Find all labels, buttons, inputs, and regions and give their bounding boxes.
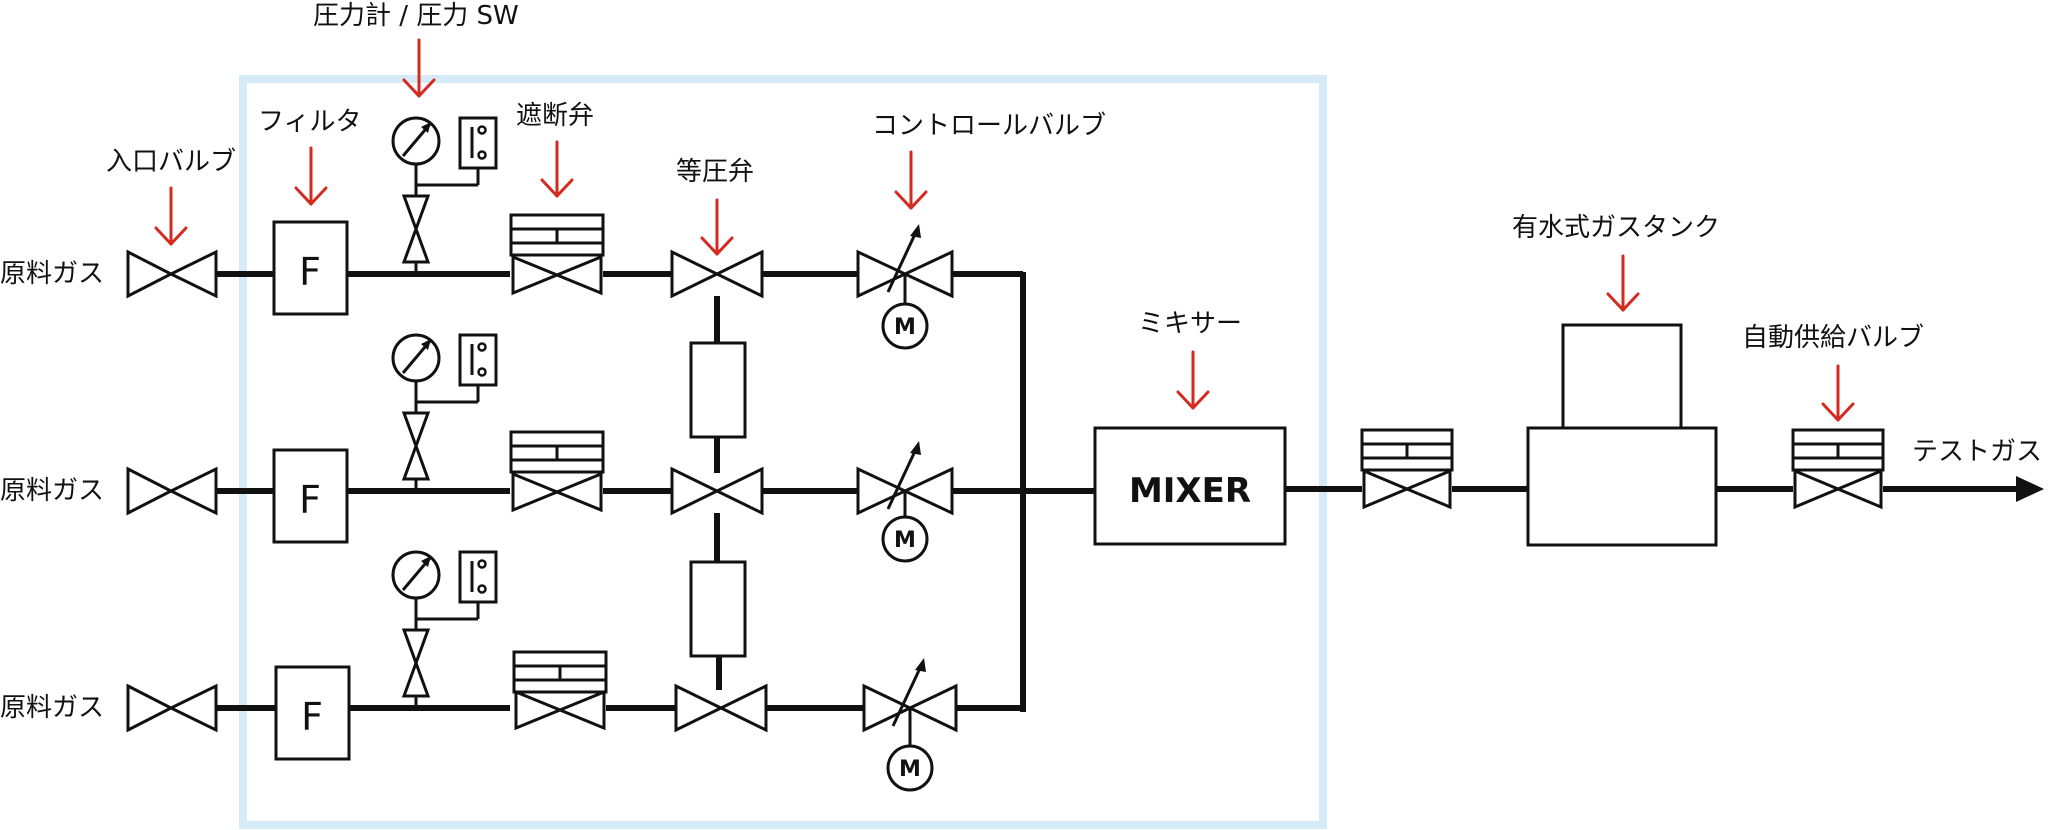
filter-label: F — [301, 695, 323, 739]
pressure-switch-icon — [458, 116, 498, 170]
filter-box[interactable]: F — [274, 665, 351, 761]
motor-label: M — [899, 757, 921, 782]
pressure-gauge-icon — [391, 550, 441, 600]
filter-label: F — [299, 478, 321, 522]
callout-arrow-filter — [294, 146, 328, 206]
inlet-valve-callout-label: 入口バルブ — [106, 147, 236, 177]
callout-arrow-control-valve — [894, 150, 928, 210]
gas-line-1: 原料ガス F — [0, 116, 1023, 350]
callout-arrow-equalizing-valve — [700, 198, 734, 256]
inlet-valve[interactable] — [126, 249, 218, 299]
inlet-valve[interactable] — [126, 466, 218, 516]
callout-arrow-inlet-valve — [154, 186, 188, 246]
shutoff-valve[interactable] — [509, 213, 605, 296]
control-valve[interactable] — [862, 658, 958, 746]
motor-label: M — [894, 528, 916, 553]
mixing-panel-frame — [239, 75, 1327, 829]
pressure-switch-icon — [458, 333, 498, 387]
shutoff-valve[interactable] — [509, 430, 605, 513]
mixer-box[interactable]: MIXER — [1093, 426, 1287, 546]
motor-actuator: M — [886, 744, 934, 792]
filter-label: F — [299, 250, 321, 294]
pressure-gauge-label: 圧力計 / 圧力 SW — [313, 1, 519, 31]
motor-actuator: M — [881, 302, 929, 350]
pressure-gauge-valve[interactable] — [401, 628, 431, 698]
control-valve-callout-label: コントロールバルブ — [872, 111, 1106, 141]
pressure-switch-icon — [458, 550, 498, 604]
shutoff-valve-callout-label: 遮断弁 — [516, 101, 594, 131]
auto-supply-valve-callout-label: 自動供給バルブ — [1742, 323, 1924, 353]
equalizing-valve-callout-label: 等圧弁 — [676, 157, 754, 187]
filter-box[interactable]: F — [272, 220, 349, 316]
test-gas-label: テストガス — [1912, 437, 2042, 467]
gas-line-3: 原料ガス F — [0, 550, 1023, 792]
motor-actuator: M — [881, 515, 929, 563]
filter-callout-label: フィルタ — [258, 107, 361, 137]
outlet-arrow-icon — [2016, 476, 2044, 502]
source-gas-label: 原料ガス — [0, 476, 104, 506]
pressure-gauge-valve[interactable] — [401, 194, 431, 264]
pressure-gauge-icon — [391, 333, 441, 383]
equalizing-valve[interactable] — [674, 683, 768, 733]
equalizing-valve[interactable] — [670, 466, 764, 516]
source-gas-label: 原料ガス — [0, 259, 104, 289]
source-gas-label: 原料ガス — [0, 693, 104, 723]
motor-label: M — [894, 315, 916, 340]
pressure-gauge-valve[interactable] — [401, 411, 431, 481]
callout-arrow-tank — [1606, 254, 1640, 312]
equalizing-chamber — [689, 341, 747, 439]
callout-arrow-pressure-gauge — [402, 38, 436, 98]
callout-arrow-auto-supply-valve — [1821, 364, 1855, 422]
callout-arrow-shutoff-valve — [540, 140, 574, 198]
control-valve[interactable] — [856, 224, 954, 304]
shutoff-valve[interactable] — [512, 650, 608, 731]
auto-supply-valve[interactable] — [1791, 428, 1885, 510]
outlet-shutoff-valve[interactable] — [1360, 428, 1454, 510]
callout-arrow-mixer — [1176, 350, 1210, 410]
mixer-box-label: MIXER — [1129, 471, 1251, 511]
equalizing-chamber — [689, 560, 747, 658]
equalizing-valve[interactable] — [670, 249, 764, 299]
callout-arrows — [154, 38, 1855, 422]
water-gas-tank[interactable] — [1526, 323, 1718, 547]
inlet-valve[interactable] — [126, 683, 218, 733]
pressure-gauge-icon — [391, 116, 441, 166]
filter-box[interactable]: F — [272, 448, 349, 544]
equalizing-bus — [689, 296, 747, 690]
tank-callout-label: 有水式ガスタンク — [1512, 213, 1720, 243]
gas-line-2: 原料ガス F — [0, 333, 1100, 563]
mixer-callout-label: ミキサー — [1138, 309, 1242, 339]
